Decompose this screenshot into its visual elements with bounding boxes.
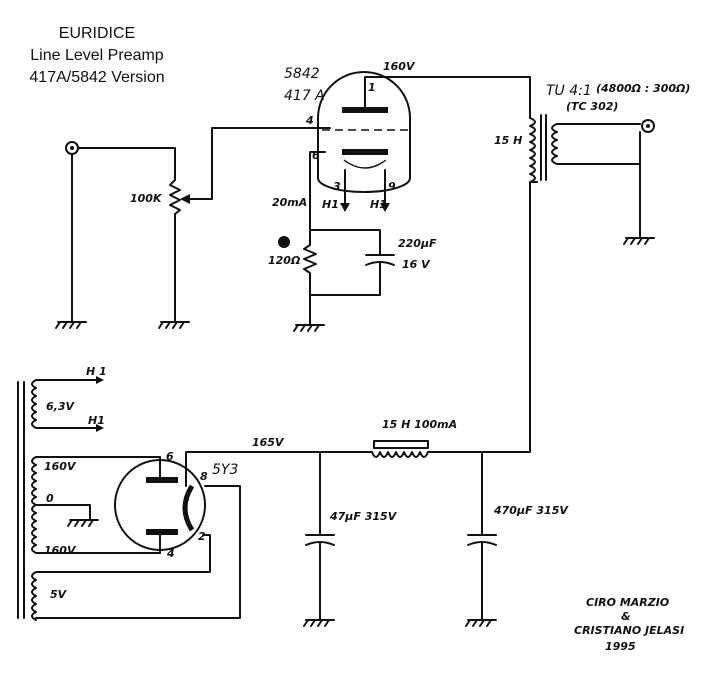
pot-label: 100K <box>130 192 163 205</box>
ground-input-right <box>158 321 190 329</box>
tube-pin-4: 4 <box>305 114 314 127</box>
choke-label: 15 H 100mA <box>382 418 457 431</box>
ps-center-label: 0 <box>46 492 54 505</box>
rectifier-heater-winding <box>31 571 37 621</box>
filter-cap-1 <box>305 534 335 621</box>
rect-heater-wire-1 <box>35 534 211 573</box>
heater-label-left: H1 <box>322 198 339 211</box>
potentiometer-100k <box>169 179 190 323</box>
rect-pin-6: 6 <box>166 450 174 463</box>
cathode-wire <box>309 151 326 231</box>
credit-author-1: CIRO MARZIO <box>586 596 669 609</box>
cathode-capacitor <box>365 254 395 296</box>
tube-alt-label: 417 A <box>284 88 325 104</box>
heater-label-right: H1 <box>370 198 387 211</box>
b-plus-wire <box>529 181 538 453</box>
title-line-1: EURIDICE <box>59 25 135 42</box>
ps-hv1-label: 160V <box>44 460 77 473</box>
ps-heater-label: H 1 <box>86 365 107 378</box>
heater-winding <box>31 379 37 429</box>
ground-output <box>623 237 655 245</box>
cathode-cap-label: 220µF <box>398 237 437 250</box>
input-hot-wire <box>77 147 176 181</box>
hv-center-wire <box>35 504 91 521</box>
output-jack <box>641 119 655 133</box>
rect-pin-2: 2 <box>198 530 206 543</box>
plate-wire <box>364 76 531 119</box>
rect-pin-8: 8 <box>200 470 208 483</box>
title-line-3: 417A/5842 Version <box>29 69 164 86</box>
marker-dot <box>278 236 290 248</box>
ground-cap-2 <box>465 619 497 627</box>
ot-inductance-label: 15 H <box>494 134 522 147</box>
credit-author-2: CRISTIANO JELASI <box>574 624 684 637</box>
cathode-cap-voltage: 16 V <box>402 258 431 271</box>
ot-model-label: (TC 302) <box>566 100 618 113</box>
b-plus-voltage: 165V <box>252 436 285 449</box>
ot-impedance-label: (4800Ω : 300Ω) <box>596 82 690 95</box>
credit-and: & <box>621 610 631 623</box>
plate-voltage-label: 160V <box>383 60 416 73</box>
cathode-resistor-label: 120Ω <box>268 254 300 267</box>
pot-wiper-wire <box>189 127 331 200</box>
tube-pin-9: 9 <box>388 180 396 193</box>
filter-choke <box>371 440 429 458</box>
tube-pin-3: 3 <box>333 180 341 193</box>
rect-pin-4: 4 <box>166 547 175 560</box>
b-plus-line-left <box>185 451 373 487</box>
filter-cap-2 <box>467 534 497 621</box>
ps-5v-label: 5V <box>50 588 68 601</box>
cap2-label: 470µF 315V <box>493 504 569 517</box>
rectifier-type-label: 5Y3 <box>212 462 238 478</box>
ground-cap-1 <box>303 619 335 627</box>
ot-name-label: TU 4:1 <box>546 83 592 99</box>
cathode-current-label: 20mA <box>272 196 307 209</box>
power-transformer-core <box>17 381 25 619</box>
ps-heater-voltage: 6,3V <box>46 400 75 413</box>
cathode-node-top <box>309 229 381 256</box>
tube-pin-6: 6 <box>312 149 320 162</box>
ground-input-left <box>55 321 87 329</box>
cap1-label: 47µF 315V <box>329 510 398 523</box>
tube-pin-1: 1 <box>368 81 376 94</box>
tube-type-label: 5842 <box>284 66 320 82</box>
title-line-2: Line Level Preamp <box>30 47 164 64</box>
input-jack <box>65 141 79 155</box>
output-transformer <box>529 114 558 183</box>
rect-heater-wire-2 <box>35 485 241 619</box>
ground-center-tap <box>67 519 99 527</box>
ps-heater-label-2: H1 <box>88 414 105 427</box>
ps-hv2-label: 160V <box>44 544 77 557</box>
cathode-resistor <box>303 229 317 296</box>
ground-cathode <box>293 324 325 332</box>
credit-year: 1995 <box>605 640 636 653</box>
